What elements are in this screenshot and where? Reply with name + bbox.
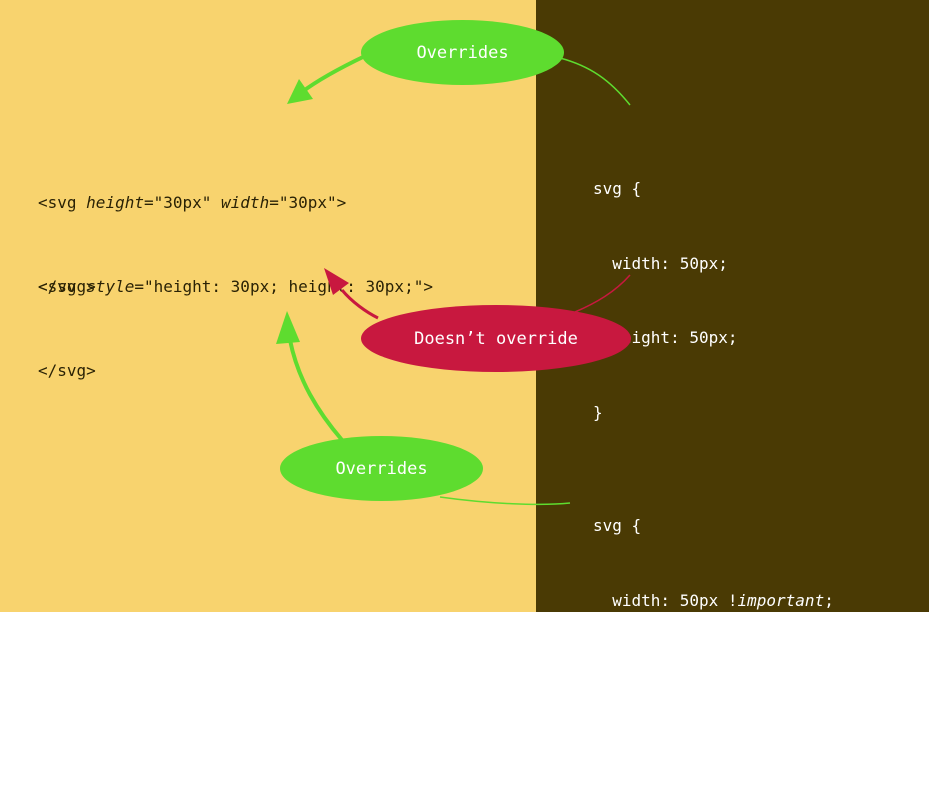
html-line-close: </svg> [38,277,96,296]
left-panel-html [0,0,536,612]
code-token: ="height: 30px; height: 30px;"> [134,277,433,296]
bottom-arrowhead [276,311,300,344]
html-code-block-style: <svg style="height: 30px; height: 30px;"… [38,217,433,413]
middle-arrow-shaft [340,289,379,320]
important-keyword: important [737,590,825,610]
html-line-close: </svg> [38,361,96,380]
html-code-block-attributes: <svg height="30px" width="30px"> </svg> [38,133,346,329]
important-keyword: important [747,665,834,684]
overrides-label-text: Overrides [416,42,509,63]
attr-width: width [221,193,270,212]
top-arrow-thin-tail [559,57,631,106]
code-token: height: 50px ! [593,665,748,684]
code-token: ="30px" [143,193,222,212]
attr-style: style [86,277,135,296]
right-panel-css [536,0,929,612]
top-arrow-shaft [300,54,366,94]
bottom-arrow-shaft [288,339,344,442]
middle-arrowhead [324,268,349,295]
top-arrowhead [287,79,313,104]
css-line: width: 50px !important; [593,588,843,613]
css-line: height: 50px !important; [593,662,843,687]
middle-arrow-thin-tail [574,274,631,313]
css-line: } [593,402,603,422]
css-line: width: 50px; [593,253,728,273]
bottom-arrow-thin-tail [439,496,571,506]
overrides-label-text: Overrides [335,458,428,479]
code-token: width: 50px ! [593,590,738,610]
css-line: svg { [593,179,642,198]
css-line: svg { [593,516,642,535]
code-token: ="30px"> [269,193,347,212]
arrows-layer [276,54,631,506]
code-token: <svg [38,277,87,296]
html-line-svg-style: <svg style="height: 30px; height: 30px;"… [38,273,433,301]
code-token: ; [824,590,834,610]
overrides-label-top: Overrides [361,20,564,85]
css-line: } [593,739,603,759]
code-token: ; [833,665,844,684]
doesnt-override-label: Doesn’t override [361,305,631,372]
attr-height: height [86,193,144,212]
html-line-svg-attrs: <svg height="30px" width="30px"> [38,189,346,217]
doesnt-override-label-text: Doesn’t override [414,328,578,349]
code-token: <svg [38,193,87,212]
overrides-label-bottom: Overrides [280,436,483,501]
